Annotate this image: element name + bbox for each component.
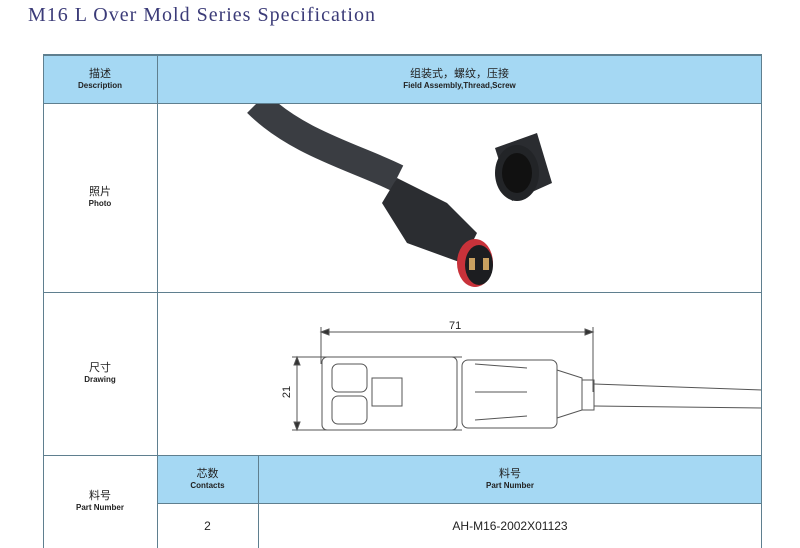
part-number-value: AH-M16-2002X01123 bbox=[452, 518, 568, 533]
connector-photo-image bbox=[247, 103, 552, 287]
contacts-header-en: Contacts bbox=[190, 480, 225, 490]
part-label-zh: 料号 bbox=[89, 490, 111, 502]
pn-header-en: Part Number bbox=[485, 480, 534, 490]
divider bbox=[157, 503, 762, 504]
divider bbox=[43, 455, 762, 456]
technical-drawing bbox=[292, 327, 762, 432]
photo-label-zh: 照片 bbox=[89, 186, 111, 198]
divider bbox=[43, 292, 762, 293]
contacts-header-zh: 芯数 bbox=[196, 467, 219, 480]
photo-label: 照片 Photo bbox=[43, 103, 157, 292]
product-photo bbox=[157, 103, 762, 292]
part-number-label: 料号 Part Number bbox=[43, 455, 157, 548]
description-label-en: Description bbox=[77, 80, 122, 90]
divider bbox=[43, 54, 44, 548]
length-dimension: 71 bbox=[449, 320, 462, 332]
height-dimension: 21 bbox=[281, 385, 294, 399]
photo-label-en: Photo bbox=[88, 199, 112, 208]
description-value: 组装式，螺纹，压接 Field Assembly,Thread,Screw bbox=[157, 55, 762, 103]
pn-header-zh: 料号 bbox=[499, 467, 521, 480]
divider bbox=[258, 455, 259, 548]
part-number-header: 料号 Part Number bbox=[258, 455, 762, 503]
dimension-drawing: 71 21 bbox=[157, 292, 762, 455]
divider bbox=[43, 54, 762, 56]
contacts-header: 芯数 Contacts bbox=[157, 455, 258, 503]
divider bbox=[157, 54, 158, 548]
divider bbox=[43, 103, 762, 104]
drawing-label-en: Drawing bbox=[84, 375, 116, 384]
contacts-value: 2 bbox=[204, 518, 211, 533]
description-label-zh: 描述 bbox=[89, 67, 111, 80]
description-value-en: Field Assembly,Thread,Screw bbox=[403, 80, 516, 90]
description-label: 描述 Description bbox=[43, 55, 157, 103]
divider bbox=[761, 54, 762, 548]
part-label-en: Part Number bbox=[75, 503, 124, 512]
drawing-label: 尺寸 Drawing bbox=[43, 292, 157, 455]
description-value-zh: 组装式，螺纹，压接 bbox=[410, 67, 509, 80]
drawing-label-zh: 尺寸 bbox=[89, 362, 111, 374]
page-title: M16 L Over Mold Series Specification bbox=[28, 4, 376, 26]
